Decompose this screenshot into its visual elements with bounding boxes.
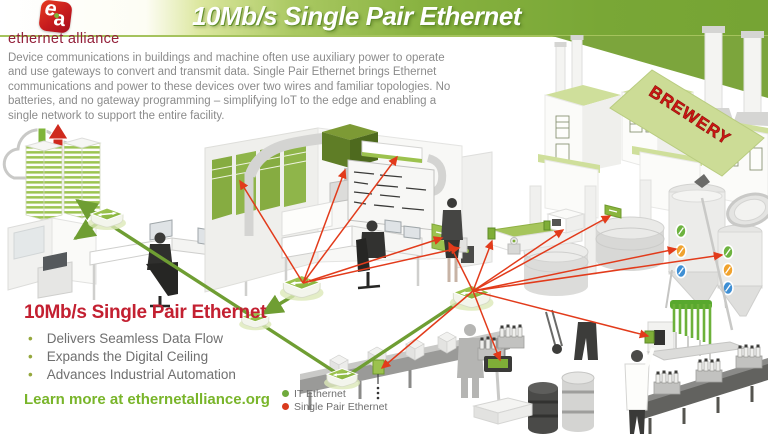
learn-more-link[interactable]: Learn more at ethernetalliance.org [24,391,270,408]
silo-with-status-lights [665,183,727,309]
production-floor [300,300,768,434]
spe-sensor [644,330,655,344]
brewer-worker [624,347,655,434]
kegs-and-barrels [528,371,595,434]
page-title: 10Mb/s Single Pair Ethernet [192,1,521,31]
hand-truck [545,309,563,354]
status-light-blue [675,263,687,279]
brewery-sign-roof [609,69,765,177]
silo-2 [694,174,763,331]
grinder-machine [543,208,586,234]
silo-ladder [700,197,734,331]
seated-operator [356,220,386,290]
logo-letter-a: a [52,6,67,32]
promo-bullet-list: •Delivers Seamless Data Flow •Expands th… [28,331,264,382]
status-light-green [675,223,687,239]
bullet-icon: • [28,367,33,382]
overhead-sensor [604,204,622,219]
spe-dot-icon [282,403,289,410]
standing-engineer [441,198,463,282]
brewery-building: BREWERY [538,26,768,219]
bullet-icon: • [28,331,33,346]
window-shade-panels [211,141,307,220]
legend-item-it-ethernet: IT Ethernet [282,387,387,400]
status-light-orange [675,243,687,259]
legend-item-spe: Single Pair Ethernet [282,400,387,413]
legend: IT Ethernet Single Pair Ethernet [282,387,387,413]
warehouse-worker-legs [574,322,598,360]
it-ethernet-dot-icon [282,390,289,397]
control-room [204,124,468,293]
logo-wordmark: ethernet alliance [8,31,120,47]
promo-bullet: •Delivers Seamless Data Flow [28,331,224,346]
wall-schematics [347,159,435,231]
bottle-crate [497,324,525,349]
intro-paragraph: Device communications in buildings and m… [8,52,451,122]
conveyor-worker [457,324,484,398]
bullet-icon: • [28,349,33,364]
factory-equipment [455,151,768,331]
ethernet-alliance-logo[interactable]: e a ethernet alliance [0,0,175,50]
spe-sensor [543,220,551,231]
printer-icon [43,252,67,271]
silo-valve [694,174,710,188]
mash-sieve [726,192,768,228]
mini-robot [507,237,521,255]
logo-mark-icon: e a [38,0,73,34]
promo-block: 10Mb/s Single Pair Ethernet •Delivers Se… [24,302,270,408]
scale-display [488,359,508,368]
spe-sensor [487,227,496,240]
platform-scale [472,356,533,425]
crate-conveyor [640,344,768,434]
promo-bullet: •Advances Industrial Automation [28,367,236,382]
spe-links [239,155,724,369]
promo-title: 10Mb/s Single Pair Ethernet [24,302,267,323]
promo-bullet: •Expands the Digital Ceiling [28,349,209,364]
title-banner: 10Mb/s Single Pair Ethernet [0,0,768,37]
